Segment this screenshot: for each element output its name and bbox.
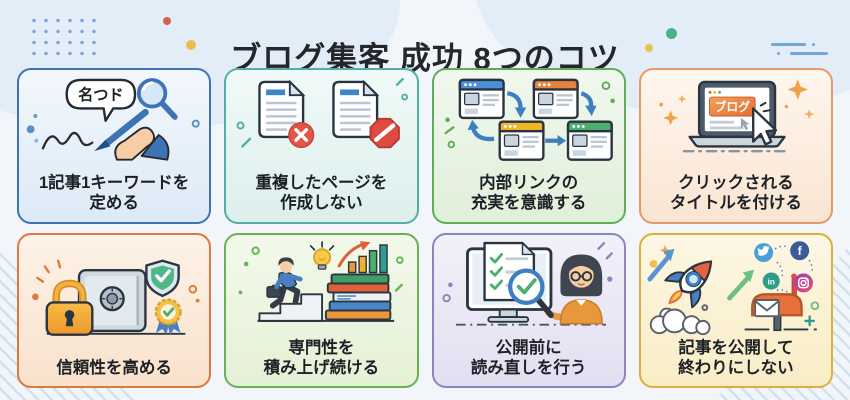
card-caption: クリックされる タイトルを付ける bbox=[669, 174, 802, 213]
error-cross-icon bbox=[288, 121, 315, 149]
twitter-icon bbox=[753, 242, 773, 262]
internal-links-illustration bbox=[439, 74, 619, 173]
teal-decoration bbox=[236, 77, 409, 148]
book-stack-icon bbox=[325, 272, 392, 320]
card-trust: 信頼性を高める bbox=[17, 232, 212, 388]
duplicate-pages-svg bbox=[236, 77, 409, 149]
card-caption: 1記事1キーワードを 定める bbox=[38, 174, 190, 213]
blue-dot-decoration bbox=[777, 52, 780, 55]
magnifier-icon bbox=[136, 78, 178, 120]
up-arrows bbox=[647, 248, 754, 300]
purple-decoration bbox=[441, 241, 613, 302]
document-icon bbox=[332, 79, 380, 139]
stairs bbox=[258, 292, 324, 322]
card-expertise: 専門性を 積み上げ続ける bbox=[224, 232, 419, 388]
green-decoration bbox=[443, 81, 615, 149]
blog-banner-text: ブログ bbox=[714, 100, 750, 114]
card-publish: f in 記事を公開して 終わりにしない bbox=[638, 232, 833, 388]
clickable-title-svg: ブログ bbox=[659, 79, 814, 153]
orange-decoration bbox=[32, 259, 200, 302]
bubble-text: 名つド bbox=[78, 86, 123, 104]
expertise-svg bbox=[238, 240, 404, 322]
card-caption: 重複したページを 作成しない bbox=[255, 174, 388, 213]
card-caption: 専門性を 積み上げ続ける bbox=[263, 338, 380, 377]
instagram-icon bbox=[793, 272, 813, 292]
yellow-dot-decoration bbox=[645, 44, 653, 52]
browser-window-icon bbox=[498, 120, 545, 161]
speech-bubble-icon: 名つド bbox=[65, 78, 137, 122]
green-decoration bbox=[238, 246, 404, 294]
card-clickable-title: ブログ クリックされる タイトルを付ける bbox=[638, 68, 833, 224]
svg-text:f: f bbox=[797, 243, 802, 257]
blue-dots-decoration bbox=[26, 113, 200, 143]
review-illustration bbox=[439, 239, 619, 338]
link-arrows bbox=[466, 91, 596, 147]
small-cursor-icon bbox=[740, 117, 750, 131]
safe-icon bbox=[77, 268, 147, 332]
linkedin-icon: in bbox=[762, 271, 780, 290]
svg-text:in: in bbox=[767, 276, 775, 286]
magnifier-check-icon bbox=[507, 267, 554, 318]
dotted-connectors bbox=[774, 244, 813, 293]
facebook-icon: f bbox=[789, 240, 809, 260]
publish-svg: f in bbox=[647, 240, 819, 335]
internal-links-svg bbox=[443, 78, 615, 161]
trust-svg bbox=[32, 259, 200, 336]
smoke-clouds bbox=[649, 303, 711, 335]
card-caption: 記事を公開して 終わりにしない bbox=[678, 338, 794, 377]
red-dot-decoration bbox=[163, 17, 171, 25]
browser-window-icon bbox=[532, 78, 579, 120]
clickable-title-illustration: ブログ bbox=[646, 74, 826, 173]
blue-dot-decoration bbox=[812, 43, 815, 46]
card-no-duplicate: 重複したページを 作成しない bbox=[224, 68, 419, 224]
blue-dash-decoration bbox=[790, 52, 828, 55]
shield-check-icon bbox=[145, 259, 180, 297]
lightbulb-icon bbox=[310, 240, 335, 270]
mailbox-icon bbox=[750, 272, 803, 331]
trust-illustration bbox=[24, 239, 204, 358]
growth-chart-icon bbox=[337, 240, 389, 273]
yellow-dot-decoration bbox=[186, 40, 196, 50]
review-svg bbox=[441, 240, 613, 326]
padlock-icon bbox=[45, 279, 94, 336]
signature-scribble bbox=[41, 131, 94, 150]
tips-grid: 名つド 1記事1キーワードを 定める bbox=[17, 68, 833, 388]
publish-illustration: f in bbox=[646, 239, 826, 338]
card-review: 公開前に 読み直しを行う bbox=[431, 232, 626, 388]
blue-dash-decoration bbox=[771, 43, 806, 46]
climbing-person bbox=[266, 256, 303, 309]
expertise-illustration bbox=[231, 239, 411, 338]
keyword-illustration: 名つド bbox=[24, 74, 204, 173]
woman-reviewer bbox=[545, 253, 603, 324]
card-caption: 内部リンクの 充実を意識する bbox=[470, 174, 587, 213]
medal-check-icon bbox=[154, 297, 182, 335]
cursor-icon bbox=[751, 101, 777, 146]
green-dot-decoration bbox=[666, 28, 677, 39]
dots-grid-decoration bbox=[28, 15, 98, 59]
card-keyword: 名つド 1記事1キーワードを 定める bbox=[17, 68, 212, 224]
card-caption: 信頼性を高める bbox=[56, 358, 172, 377]
sparkle-decoration bbox=[659, 79, 814, 126]
card-internal-links: 内部リンクの 充実を意識する bbox=[431, 68, 626, 224]
card-caption: 公開前に 読み直しを行う bbox=[470, 338, 587, 377]
stop-sign-icon bbox=[369, 117, 401, 149]
duplicate-pages-illustration bbox=[231, 74, 411, 173]
browser-window-icon bbox=[458, 78, 505, 120]
misc-decoration bbox=[649, 244, 819, 326]
keyword-illustration-svg: 名つド bbox=[26, 78, 200, 161]
rocket-icon bbox=[664, 259, 712, 308]
browser-window-icon bbox=[566, 120, 613, 161]
writing-hand-icon bbox=[94, 108, 170, 161]
